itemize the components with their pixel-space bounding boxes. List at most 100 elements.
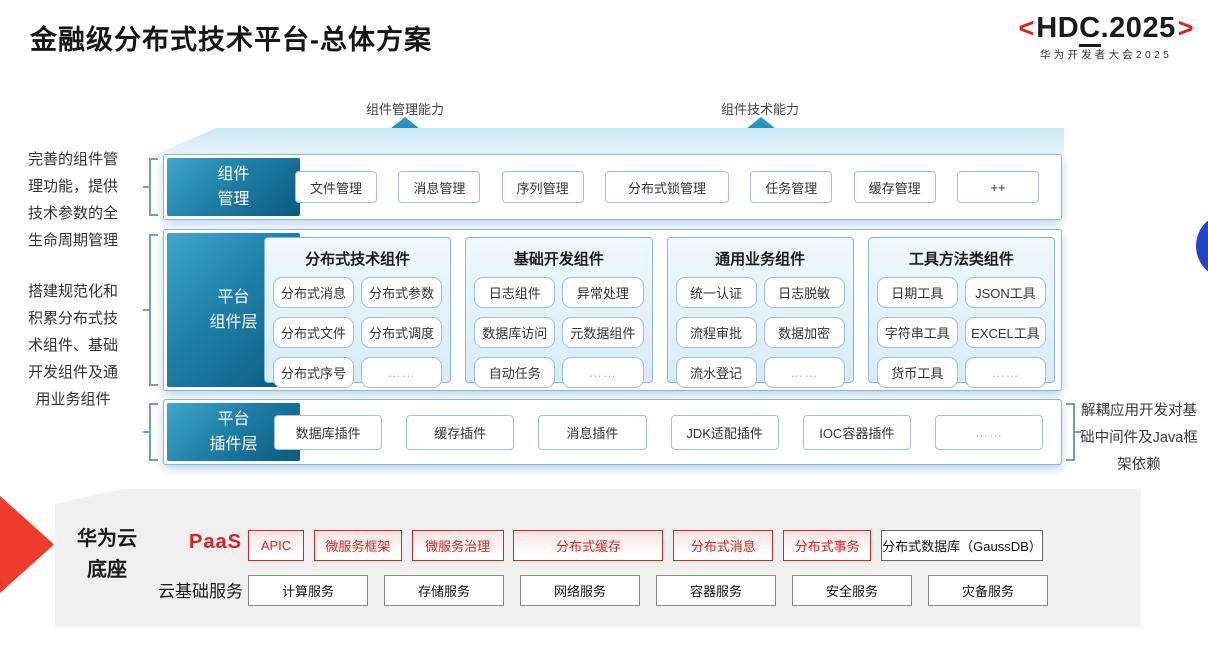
component-chip: 分布式参数 — [361, 277, 443, 308]
gaussdb-chip: 分布式数据库（GaussDB） — [880, 530, 1043, 561]
plugin-chip-more: …… — [934, 414, 1044, 450]
component-chip: 元数据组件 — [562, 317, 644, 348]
foundation-label-line: 底座 — [87, 559, 127, 581]
cloud-basic-services-items: 计算服务 存储服务 网络服务 容器服务 安全服务 灾备服务 — [248, 575, 1048, 606]
layer-component-management: 组件 管理 文件管理 消息管理 序列管理 分布式锁管理 任务管理 缓存管理 ++ — [163, 154, 1062, 220]
column-title: 工具方法类组件 — [908, 251, 1014, 268]
plugin-chip: JDK适配插件 — [670, 414, 779, 450]
component-chip-more: …… — [361, 357, 443, 388]
column-grid: 日志组件 异常处理 数据库访问 元数据组件 自动任务 …… — [474, 277, 644, 388]
component-management-items: 文件管理 消息管理 序列管理 分布式锁管理 任务管理 缓存管理 ++ — [295, 155, 1039, 219]
column-title: 分布式技术组件 — [305, 251, 411, 268]
column-title: 通用业务组件 — [715, 251, 806, 268]
platform-component-columns: 分布式技术组件 分布式消息 分布式参数 分布式文件 分布式调度 分布式序号 ……… — [264, 237, 1055, 388]
component-chip: 数据加密 — [763, 317, 845, 348]
layer-platform-plugins: 平台 插件层 数据库插件 缓存插件 消息插件 JDK适配插件 IOC容器插件 …… — [163, 399, 1062, 465]
component-chip: ++ — [956, 171, 1039, 203]
component-chip: 字符串工具 — [876, 317, 958, 348]
component-chip-more: …… — [964, 357, 1046, 388]
component-chip: 统一认证 — [675, 277, 757, 308]
layer-label-line: 插件层 — [209, 436, 258, 453]
component-chip: 日志组件 — [474, 277, 556, 308]
component-chip: 货币工具 — [876, 357, 958, 388]
row3-left-bracket — [143, 403, 158, 461]
hdc-text: HDC.2025 — [1036, 12, 1176, 47]
cloud-basic-services-label: 云基础服务 — [158, 582, 243, 601]
component-chip: 分布式锁管理 — [604, 171, 729, 203]
red-wedge-pointer — [0, 496, 54, 593]
hdc-text-c-underlined: C — [1079, 12, 1101, 47]
paas-chip: APIC — [248, 530, 304, 561]
plugin-chip: IOC容器插件 — [802, 414, 911, 450]
component-chip: 分布式序号 — [273, 357, 355, 388]
layer-label-line: 管理 — [217, 191, 250, 208]
component-chip: 数据库访问 — [474, 317, 556, 348]
component-chip: 文件管理 — [295, 171, 377, 203]
column-grid: 分布式消息 分布式参数 分布式文件 分布式调度 分布式序号 …… — [273, 277, 443, 388]
iaas-chip: 存储服务 — [384, 575, 504, 606]
paas-items: APIC 微服务框架 微服务治理 分布式缓存 分布式消息 分布式事务 分布式数据… — [248, 530, 1043, 561]
layer-label-line: 组件 — [217, 166, 250, 183]
row2-left-bracket — [143, 234, 158, 386]
column-utility-tools: 工具方法类组件 日期工具 JSON工具 字符串工具 EXCEL工具 货币工具 …… — [867, 237, 1055, 388]
column-basic-dev: 基础开发组件 日志组件 异常处理 数据库访问 元数据组件 自动任务 …… — [465, 237, 653, 388]
iaas-chip: 安全服务 — [792, 575, 912, 606]
paas-chip: 分布式缓存 — [513, 530, 664, 561]
iaas-chip: 网络服务 — [520, 575, 640, 606]
hdc-subtitle: 华为开发者大会2025 — [1039, 49, 1173, 61]
component-chip: 分布式文件 — [273, 317, 355, 348]
column-distributed-tech: 分布式技术组件 分布式消息 分布式参数 分布式文件 分布式调度 分布式序号 …… — [264, 237, 452, 388]
component-chip: EXCEL工具 — [964, 317, 1046, 348]
hdc-logo: < HDC.2025 > 华为开发者大会2025 — [1008, 12, 1204, 62]
component-chip: 日志脱敏 — [763, 277, 845, 308]
plugin-chip: 消息插件 — [538, 414, 647, 450]
component-chip-more: …… — [763, 357, 845, 388]
hdc-text-year: .2025 — [1100, 12, 1176, 44]
paas-chip: 分布式消息 — [673, 530, 774, 561]
component-chip: 任务管理 — [750, 171, 833, 203]
column-grid: 统一认证 日志脱敏 流程审批 数据加密 流水登记 …… — [675, 277, 845, 388]
row1-left-bracket — [143, 158, 158, 216]
plugin-chip: 缓存插件 — [406, 414, 515, 450]
component-chip: 流水登记 — [675, 357, 757, 388]
iaas-chip: 容器服务 — [656, 575, 776, 606]
plugin-items: 数据库插件 缓存插件 消息插件 JDK适配插件 IOC容器插件 …… — [274, 400, 1044, 464]
row3-right-bracket — [1066, 403, 1081, 461]
hdc-logo-row: < HDC.2025 > — [1008, 12, 1204, 47]
layer-platform-components: 平台 组件层 分布式技术组件 分布式消息 分布式参数 分布式文件 分布式调度 分… — [163, 229, 1062, 391]
capability-label-management: 组件管理能力 — [365, 102, 444, 117]
note-plugin-layer: 解耦应用开发对基础中间件及Java框架依赖 — [1080, 403, 1198, 473]
iaas-chip: 计算服务 — [248, 575, 368, 606]
component-chip-more: …… — [562, 357, 644, 388]
paas-chip: 微服务治理 — [411, 530, 504, 561]
page-title: 金融级分布式技术平台-总体方案 — [30, 25, 432, 55]
component-chip: 分布式调度 — [361, 317, 443, 348]
layer-label-line: 平台 — [217, 289, 250, 306]
foundation-label-line: 华为云 — [77, 528, 137, 550]
hdc-left-bracket: < — [1018, 13, 1035, 43]
component-chip: 日期工具 — [876, 277, 958, 308]
note-component-management: 完善的组件管理功能，提供技术参数的全生命周期管理 — [27, 151, 118, 249]
note-platform-components: 搭建规范化和积累分布式技术组件、基础开发组件及通用业务组件 — [27, 283, 118, 408]
column-common-business: 通用业务组件 统一认证 日志脱敏 流程审批 数据加密 流水登记 …… — [666, 237, 854, 388]
component-chip: 流程审批 — [675, 317, 757, 348]
paas-label: PaaS — [189, 531, 242, 553]
layer-label-component-management: 组件 管理 — [167, 158, 300, 216]
paas-chip: 分布式事务 — [783, 530, 872, 561]
plugin-chip: 数据库插件 — [274, 414, 383, 450]
foundation-label: 华为云 底座 — [62, 524, 152, 586]
layer-label-line: 组件层 — [209, 314, 258, 331]
component-chip: 序列管理 — [501, 171, 584, 203]
platform-top-face — [148, 128, 1064, 158]
paas-chip: 微服务框架 — [313, 530, 402, 561]
hdc-text-hd: HD — [1036, 12, 1080, 44]
component-chip: 自动任务 — [474, 357, 556, 388]
iaas-chip: 灾备服务 — [928, 575, 1048, 606]
layer-label-line: 平台 — [217, 411, 250, 428]
column-grid: 日期工具 JSON工具 字符串工具 EXCEL工具 货币工具 …… — [876, 277, 1046, 388]
hdc-right-bracket: > — [1177, 13, 1194, 43]
component-chip: 消息管理 — [398, 171, 481, 203]
component-chip: JSON工具 — [964, 277, 1046, 308]
capability-label-technical: 组件技术能力 — [720, 102, 799, 117]
